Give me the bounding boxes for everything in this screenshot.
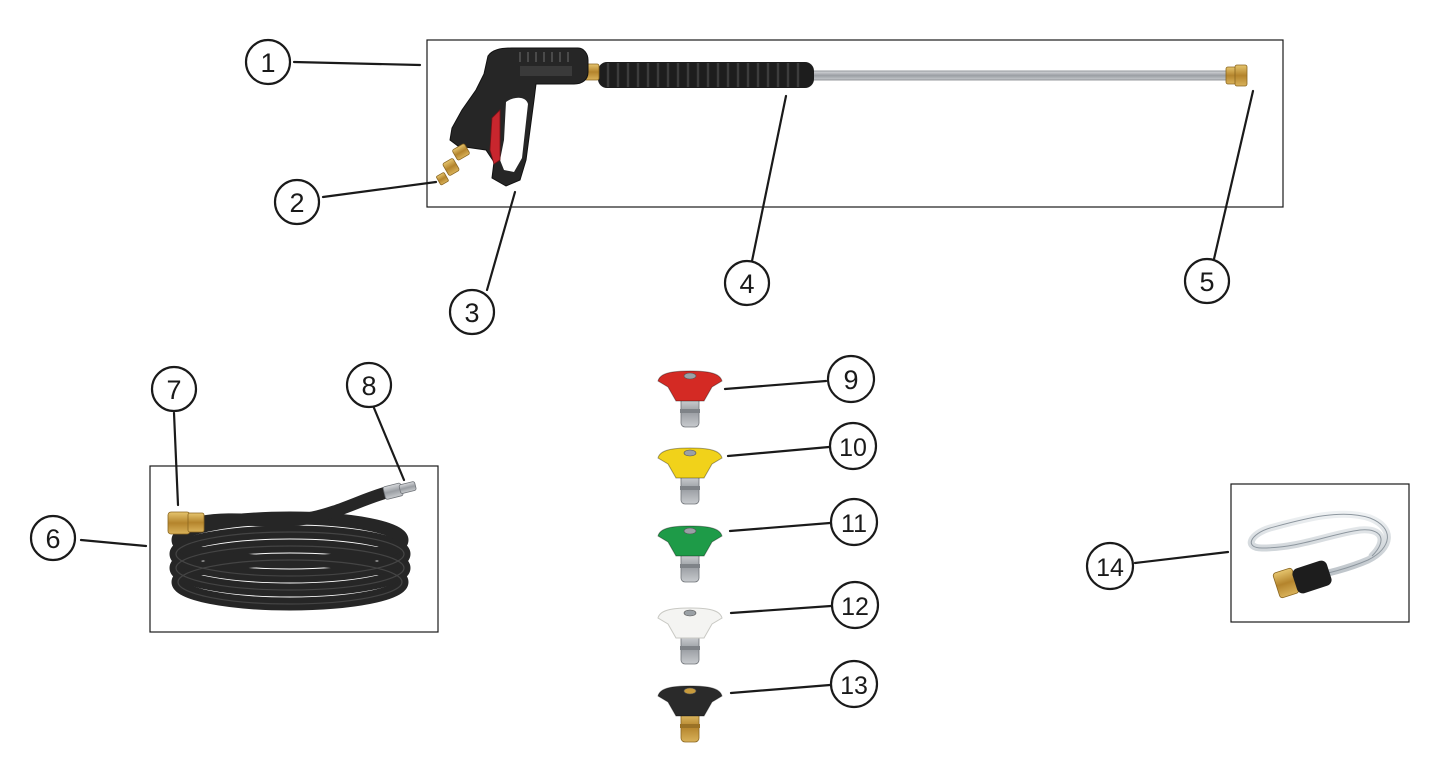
- svg-text:5: 5: [1199, 267, 1214, 297]
- gun-inlet-fitting: [436, 143, 470, 186]
- callout-13: 13: [829, 659, 879, 709]
- svg-text:7: 7: [166, 375, 181, 405]
- callout-12: 12: [830, 580, 880, 630]
- trigger-gun: [449, 47, 589, 187]
- callout-11: 11: [829, 497, 879, 547]
- svg-text:1: 1: [260, 48, 275, 78]
- nozzle-yellow: [657, 447, 723, 505]
- svg-text:13: 13: [840, 672, 868, 700]
- svg-text:11: 11: [841, 510, 867, 538]
- hose-coil: [169, 511, 411, 611]
- detergent-tube-assembly: [1230, 483, 1410, 623]
- svg-text:12: 12: [841, 593, 869, 621]
- callout-4: 4: [723, 259, 771, 307]
- spray-gun-frame: [426, 39, 1284, 208]
- svg-text:2: 2: [289, 188, 304, 218]
- hose-frame: [149, 465, 439, 633]
- svg-text:3: 3: [464, 298, 479, 328]
- callout-5: 5: [1183, 257, 1231, 305]
- callout-1: 1: [244, 38, 292, 86]
- hose-assembly: [149, 465, 439, 633]
- hose-steel-plug: [382, 481, 417, 500]
- detergent-filter: [1272, 560, 1332, 599]
- svg-text:9: 9: [843, 365, 858, 395]
- wand-grip: [598, 62, 814, 88]
- svg-text:8: 8: [361, 371, 376, 401]
- wand-lance: [811, 70, 1229, 81]
- nozzle-green: [657, 525, 723, 583]
- nozzle-red: [657, 370, 723, 428]
- nozzle-white: [657, 607, 723, 665]
- detergent-tube-frame: [1230, 483, 1410, 623]
- svg-text:4: 4: [739, 269, 754, 299]
- callout-3: 3: [448, 288, 496, 336]
- wand-tip-coupler: [1225, 64, 1248, 87]
- callout-6: 6: [29, 514, 77, 562]
- svg-text:6: 6: [45, 524, 60, 554]
- leader-lines: [79, 60, 1255, 695]
- callout-14: 14: [1085, 541, 1135, 591]
- svg-text:14: 14: [1096, 554, 1124, 582]
- nozzle-group: [657, 370, 723, 743]
- nozzle-black: [657, 685, 723, 743]
- hose-brass-coupler: [167, 511, 205, 535]
- callout-2: 2: [273, 178, 321, 226]
- svg-text:10: 10: [839, 434, 867, 462]
- callout-10: 10: [828, 421, 878, 471]
- callout-8: 8: [345, 361, 393, 409]
- spray-gun-assembly: [426, 39, 1284, 208]
- callout-9: 9: [826, 354, 876, 404]
- callout-7: 7: [150, 365, 198, 413]
